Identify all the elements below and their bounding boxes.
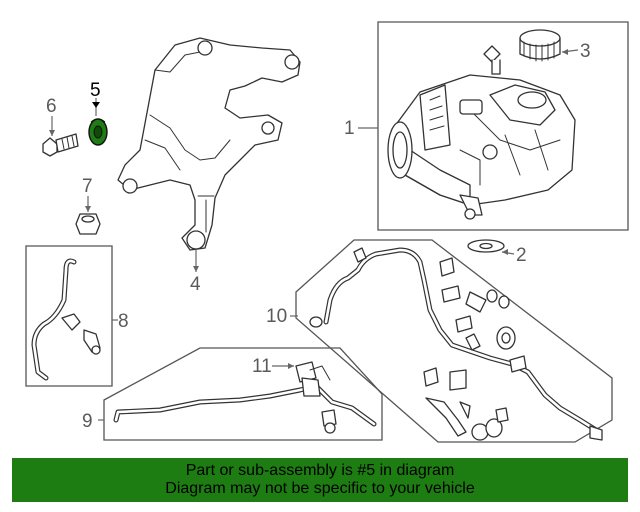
callout-11[interactable]: 11 [252, 356, 272, 377]
callout-10[interactable]: 10 [266, 306, 287, 327]
part-7-nut[interactable] [75, 213, 101, 235]
info-banner: Part or sub-assembly is #5 in diagram Di… [12, 458, 628, 502]
callout-1[interactable]: 1 [344, 118, 355, 139]
assembly-box-10 [295, 239, 613, 443]
callout-8[interactable]: 8 [118, 311, 129, 332]
callout-5[interactable]: 5 [90, 80, 101, 101]
assembly-box-8 [25, 245, 113, 387]
part-11-clip[interactable] [295, 361, 331, 397]
parts-diagram: 1 2 3 4 5 6 7 8 9 10 11 [25, 21, 629, 443]
callout-6[interactable]: 6 [46, 96, 57, 117]
callout-7[interactable]: 7 [82, 176, 93, 197]
part-4-mounting-bracket[interactable] [117, 37, 301, 251]
callout-3[interactable]: 3 [580, 41, 591, 62]
callout-4[interactable]: 4 [190, 274, 201, 295]
part-5-insulator-mount[interactable] [88, 118, 108, 146]
banner-line-2: Diagram may not be specific to your vehi… [165, 480, 475, 497]
part-6-bolt[interactable] [42, 133, 79, 157]
part-1-hydraulic-unit[interactable] [387, 74, 576, 220]
callout-9[interactable]: 9 [82, 411, 93, 432]
part-3-reservoir-cap[interactable] [519, 29, 561, 62]
part-2-washer[interactable] [467, 239, 505, 253]
callout-2[interactable]: 2 [516, 245, 527, 266]
part-8-hose[interactable] [31, 258, 101, 381]
banner-line-1: Part or sub-assembly is #5 in diagram [185, 462, 455, 479]
assembly-box-9 [103, 347, 383, 441]
part-9-return-line[interactable] [113, 383, 377, 434]
reservoir-bolt[interactable] [483, 45, 501, 75]
assembly-box-1 [377, 21, 629, 231]
part-10-pressure-lines[interactable] [309, 247, 603, 441]
